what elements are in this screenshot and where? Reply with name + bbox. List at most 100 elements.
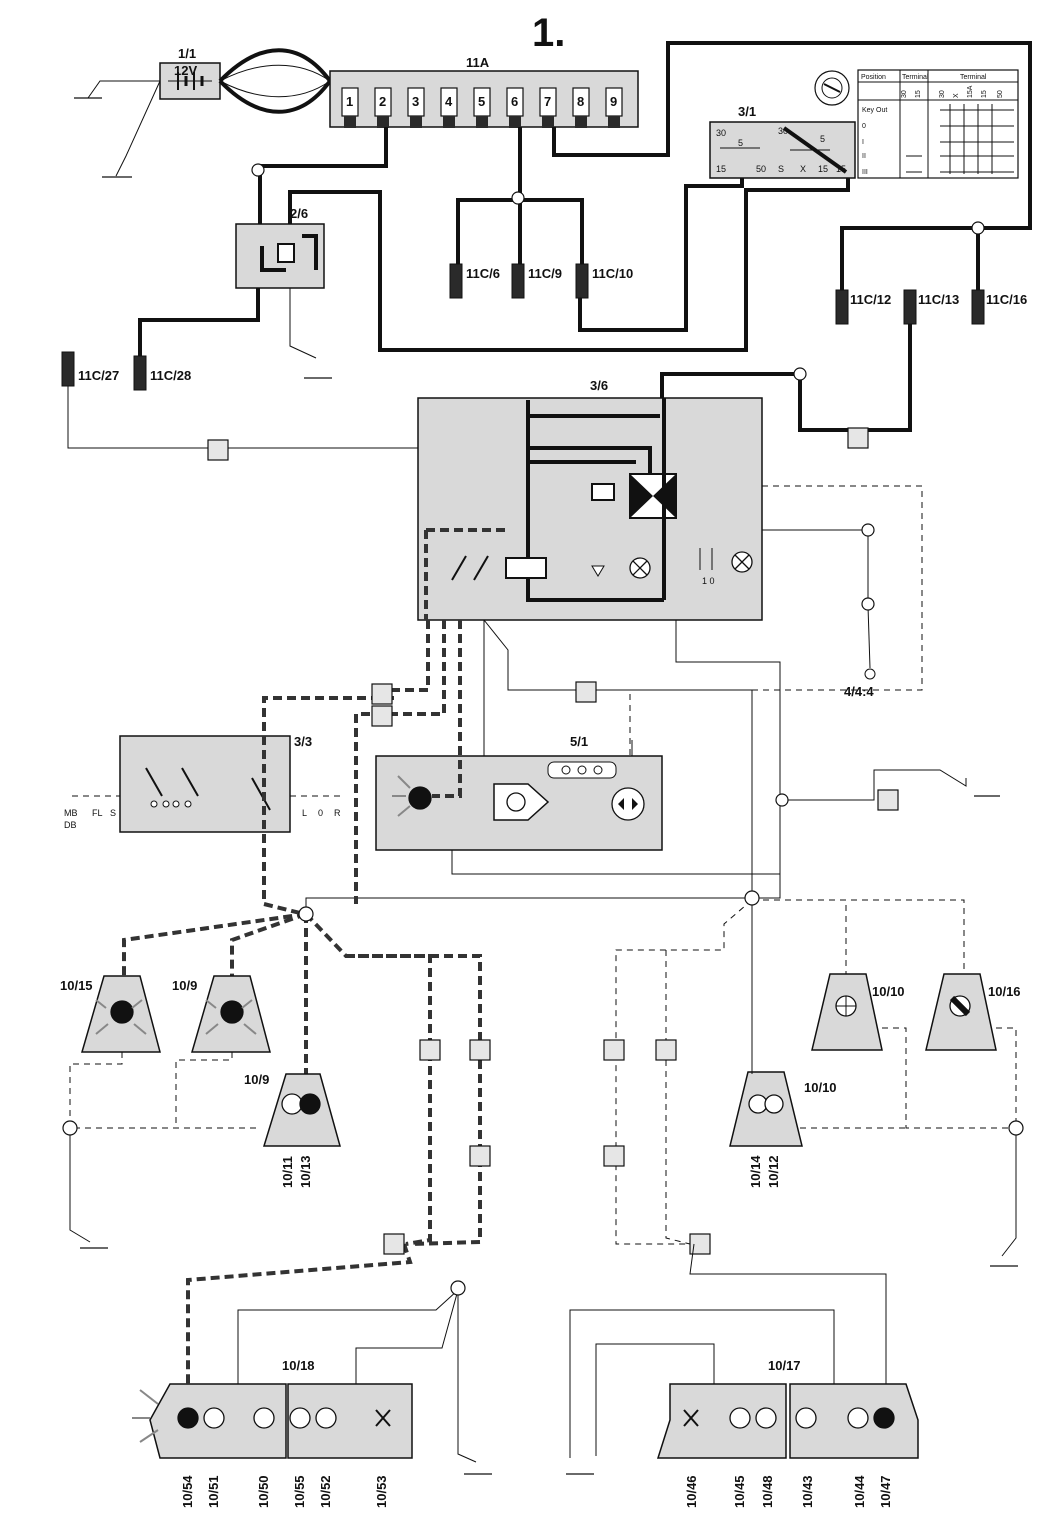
fuse-terminal (542, 116, 554, 128)
fuse-number: 8 (577, 94, 584, 109)
rear-left-ref: 10/18 (282, 1358, 315, 1373)
conn-label: 11C/12 (850, 292, 891, 307)
switch-left-mb: MB (64, 808, 78, 818)
ground-ref: 4/4:4 (844, 684, 874, 699)
fuse-number: 9 (610, 94, 617, 109)
rear-lamp-label: 10/51 (206, 1475, 221, 1508)
rear-lamp-label: 10/50 (256, 1475, 271, 1508)
fuse-number: 3 (412, 94, 419, 109)
lamp-10-9-a: 10/9 (172, 975, 271, 1053)
ignition-bottom-terminal: X (800, 164, 806, 174)
fuse-slot: 5 (473, 87, 491, 128)
relay-ref: 2/6 (290, 206, 308, 221)
table-header-terminal: Terminal (902, 74, 929, 81)
connector-11c-12: 11C/12 (835, 289, 891, 325)
page-title: 1. (532, 11, 565, 55)
ignition-bottom-terminal: 15 (716, 164, 726, 174)
switch-right-0: 0 (318, 808, 323, 818)
connector-11c-10: 11C/10 (575, 263, 633, 299)
ignition-terminal-5b: 5 (820, 134, 825, 144)
ignition-terminal-5: 5 (738, 138, 743, 148)
fuse-box-ref: 11A (466, 55, 490, 70)
fuse-terminal (575, 116, 587, 128)
lamp-label: 10/11 (280, 1156, 295, 1188)
switch-left-db: DB (64, 820, 77, 830)
fuse-number: 6 (511, 94, 518, 109)
table-col-header: X (953, 93, 960, 98)
conn-label: 11C/10 (592, 266, 633, 281)
lamp-label: 10/10 (872, 984, 905, 999)
lamp-10-10-a: 10/10 (811, 973, 905, 1051)
fuse-slot: 1 (341, 87, 359, 128)
fuse-terminal (443, 116, 455, 128)
table-row-label: 0 (862, 123, 866, 130)
switch-3-3: 3/3 MB DB FL S L 0 R (64, 734, 341, 833)
ignition-key-icon (814, 70, 850, 106)
fuse-terminal (476, 116, 488, 128)
cluster-ref: 5/1 (570, 734, 588, 749)
table-row-label: III (862, 169, 868, 176)
table-col-header: 15 (981, 90, 988, 98)
fuse-terminal (344, 116, 356, 128)
fuse-terminal (377, 116, 389, 128)
rear-lamp-label: 10/53 (374, 1475, 389, 1508)
conn-label: 11C/6 (466, 266, 500, 281)
fuse-number: 5 (478, 94, 485, 109)
fuse-number: 7 (544, 94, 551, 109)
switch-right-r: R (334, 808, 341, 818)
lamp-label: 10/16 (988, 984, 1021, 999)
fuse-slot: 6 (506, 87, 524, 128)
fuse-terminal (608, 116, 620, 128)
fuse-slot: 9 (605, 87, 623, 128)
table-col-header: 15A (967, 85, 974, 98)
fuse-terminal (410, 116, 422, 128)
ignition-bottom-terminal: 50 (756, 164, 766, 174)
table-row-label: I (862, 139, 864, 146)
rear-lamp-label: 10/47 (878, 1475, 893, 1508)
lamp-label: 10/9 (244, 1072, 269, 1087)
table-row-label: Key Out (862, 107, 887, 114)
fuse-terminal (509, 116, 521, 128)
ignition-bottom-terminal: 15 (818, 164, 828, 174)
lamp-label: 10/15 (60, 978, 93, 993)
ignition-bottom-terminal: S (778, 164, 784, 174)
conn-label: 11C/16 (986, 292, 1027, 307)
rear-lamp-label: 10/44 (852, 1475, 867, 1508)
table-col-header: 50 (997, 90, 1004, 98)
relay-2-6: 2/6 (235, 206, 325, 289)
module-3-6: 3/6 1 0 (417, 378, 763, 621)
battery-ref: 1/1 (178, 46, 196, 61)
fuse-slot: 2 (374, 87, 392, 128)
switch-left-fl: FL (92, 808, 103, 818)
connector-11c-28: 11C/28 (133, 355, 191, 391)
ignition-ref: 3/1 (738, 104, 756, 119)
rear-lamp-label: 10/54 (180, 1475, 195, 1508)
fuse-number: 4 (445, 94, 453, 109)
conn-label: 11C/13 (918, 292, 959, 307)
table-col-header: 15 (915, 90, 922, 98)
fuse-slot: 8 (572, 87, 590, 128)
rear-lamp-label: 10/55 (292, 1475, 307, 1508)
lamp-10-16: 10/16 (925, 973, 1021, 1051)
battery-1-1: 1/1 12V (159, 46, 221, 100)
ignition-terminal-30b: 30 (778, 126, 788, 136)
conn-label: 11C/27 (78, 368, 119, 383)
table-header-terminal2: Terminal (960, 74, 987, 81)
lamp-label: 10/14 (748, 1155, 763, 1188)
rear-lamp-label: 10/43 (800, 1475, 815, 1508)
rear-lamp-label: 10/48 (760, 1475, 775, 1508)
cluster-5-1: 5/1 (375, 734, 663, 851)
switch-right-l: L (302, 808, 307, 818)
connector-11c-13: 11C/13 (903, 289, 959, 325)
switch-ref: 3/3 (294, 734, 312, 749)
table-col-header: 30 (939, 90, 946, 98)
